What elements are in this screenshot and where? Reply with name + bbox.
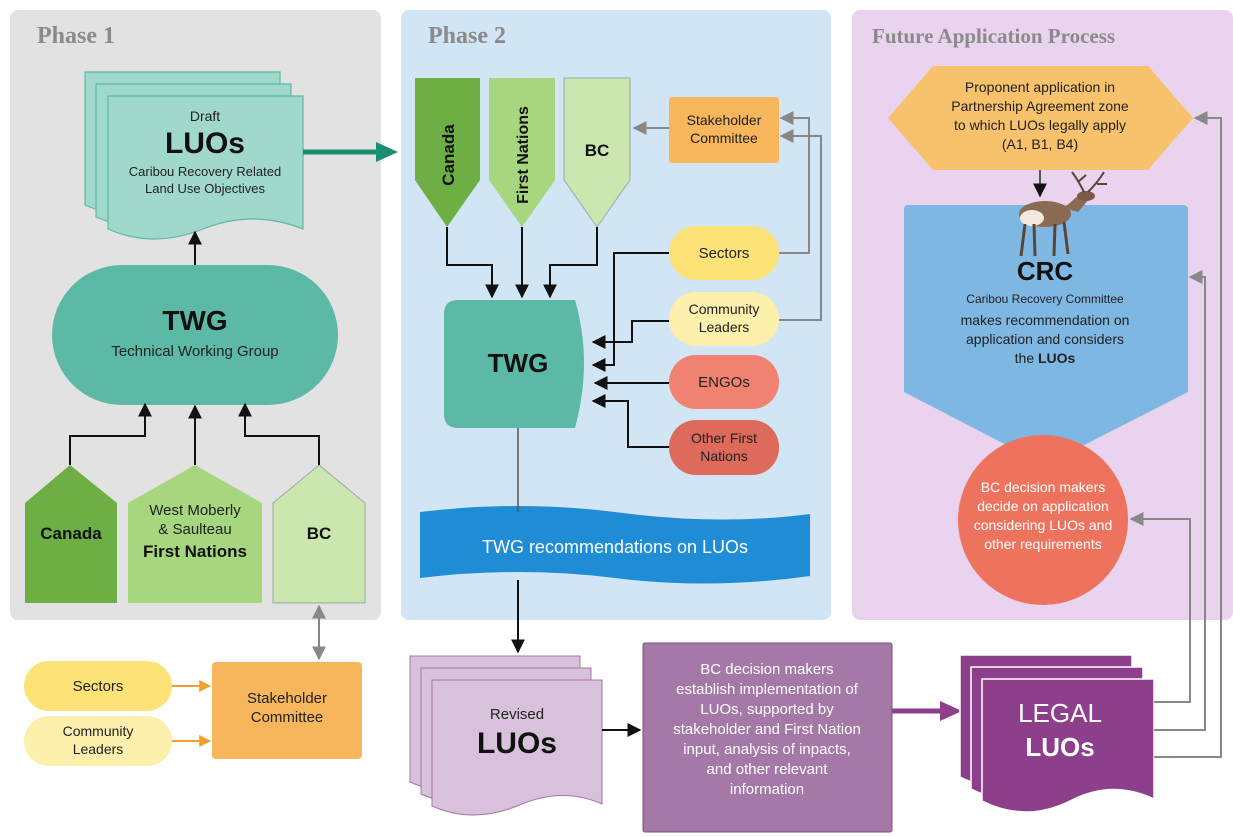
revised-luos-label: LUOs <box>477 727 557 760</box>
arrow-sectors-to-stakeholder2 <box>779 111 810 254</box>
legal-luos-label: LUOs <box>1025 732 1094 762</box>
canada-phase1-node: Canada <box>25 465 117 603</box>
community-phase2-node: Community Leaders <box>669 292 779 346</box>
draft-desc-line1: Caribou Recovery Related <box>129 164 281 179</box>
crc-line4: the LUOs <box>1015 350 1076 366</box>
arrow-canada-to-twg <box>69 402 152 465</box>
fn-phase1-line1: West Moberly <box>149 502 241 519</box>
other-fn-phase2-node: Other First Nations <box>669 420 779 475</box>
bc-establish-line2: establish implementation of <box>676 681 859 698</box>
community-phase2-line2: Leaders <box>699 319 750 335</box>
bc-establish-line4: stakeholder and First Nation <box>673 721 861 738</box>
draft-label: Draft <box>190 108 220 124</box>
first-nations-phase2-node: First Nations <box>489 78 555 227</box>
twg-phase1-node: TWG Technical Working Group <box>52 265 338 405</box>
draft-luos-document: Draft LUOs Caribou Recovery Related Land… <box>84 71 304 240</box>
arrow-draft-to-phase2 <box>303 142 398 162</box>
arrow-bc-to-legal <box>892 701 962 721</box>
banner-label: TWG recommendations on LUOs <box>482 537 748 557</box>
arrow-bc2-to-twg <box>543 227 598 299</box>
community-phase2-line1: Community <box>689 301 760 317</box>
bc-establish-box: BC decision makers establish implementat… <box>642 642 893 833</box>
twg-phase1-title: TWG <box>162 305 227 336</box>
fn-phase1-line3: First Nations <box>143 542 247 561</box>
crc-pentagon: CRC Caribou Recovery Committee makes rec… <box>904 205 1188 465</box>
bc-phase1-node: BC <box>272 464 366 604</box>
engos-phase2-label: ENGOs <box>698 374 750 391</box>
arrow-legal-to-bc-decide <box>1129 512 1191 703</box>
bc-decide-line4: other requirements <box>984 536 1102 552</box>
bc-establish-line5: input, analysis of inpacts, <box>683 741 851 758</box>
canada-phase2-label: Canada <box>439 124 458 186</box>
legal-luos-document: LEGAL LUOs <box>959 654 1155 813</box>
twg-phase2-node: TWG <box>444 300 584 428</box>
stakeholder-phase2-node: Stakeholder Committee <box>669 97 779 163</box>
sectors-phase2-node: Sectors <box>669 226 779 280</box>
sectors-phase2-label: Sectors <box>699 245 750 262</box>
fn-phase1-line2: & Saulteau <box>158 521 231 538</box>
proponent-line1: Proponent application in <box>965 79 1115 95</box>
community-bottom-line2: Leaders <box>73 741 124 757</box>
first-nations-phase1-node: West Moberly & Saulteau First Nations <box>128 465 262 603</box>
crc-line1: Caribou Recovery Committee <box>966 292 1124 306</box>
bc-phase2-node: BC <box>563 77 631 228</box>
sectors-bottom-label: Sectors <box>73 678 124 695</box>
twg-recommendations-banner: TWG recommendations on LUOs <box>420 506 810 584</box>
bc-decide-circle: BC decision makers decide on application… <box>958 435 1128 605</box>
proponent-hexagon: Proponent application in Partnership Agr… <box>888 66 1193 170</box>
arrow-legal-to-proponent <box>1154 111 1222 758</box>
arrow-sectors-to-twg2 <box>591 252 669 372</box>
revised-label: Revised <box>490 706 544 723</box>
caribou-icon <box>1019 171 1107 257</box>
other-fn-line2: Nations <box>700 448 747 464</box>
crc-line2: makes recommendation on <box>961 312 1130 328</box>
other-fn-line1: Other First <box>691 430 757 446</box>
canada-phase2-node: Canada <box>415 78 480 227</box>
draft-desc-line2: Land Use Objectives <box>145 181 265 196</box>
legal-label: LEGAL <box>1018 698 1102 728</box>
stakeholder-phase2-line1: Stakeholder <box>687 112 762 128</box>
proponent-line2: Partnership Agreement zone <box>951 98 1129 114</box>
draft-luos-label: LUOs <box>165 127 245 160</box>
twg-phase1-subtitle: Technical Working Group <box>111 343 278 360</box>
bc-phase1-label: BC <box>307 524 332 543</box>
arrow-otherfn-to-twg2 <box>591 394 669 448</box>
stakeholder-phase2-line2: Committee <box>690 130 758 146</box>
arrow-community-to-stakeholder2 <box>779 129 822 321</box>
arrow-community-to-twg2 <box>591 320 669 349</box>
stakeholder-bottom-line1: Stakeholder <box>247 690 327 707</box>
fn-phase2-label: First Nations <box>515 106 532 204</box>
bc-establish-line1: BC decision makers <box>700 661 833 678</box>
proponent-line4: (A1, B1, B4) <box>1002 136 1078 152</box>
phase2-title: Phase 2 <box>428 23 506 49</box>
arrow-bc-to-twg <box>238 402 320 465</box>
arrow-canada2-to-twg <box>446 227 499 299</box>
canada-phase1-label: Canada <box>40 524 102 543</box>
future-title: Future Application Process <box>872 24 1115 48</box>
bc-decide-line3: considering LUOs and <box>974 517 1113 533</box>
proponent-line3: to which LUOs legally apply <box>954 117 1126 133</box>
crc-line3: application and considers <box>966 331 1124 347</box>
revised-luos-document: Revised LUOs <box>409 655 603 816</box>
phase1-title: Phase 1 <box>37 23 115 49</box>
community-bottom-node: Community Leaders <box>24 716 172 766</box>
bc-establish-line6: and other relevant <box>707 761 829 778</box>
sectors-bottom-node: Sectors <box>24 661 172 711</box>
bc-decide-line1: BC decision makers <box>981 479 1106 495</box>
crc-title: CRC <box>1017 256 1074 286</box>
bc-phase2-label: BC <box>585 141 610 160</box>
community-bottom-line1: Community <box>63 723 134 739</box>
arrow-legal-to-crc <box>1154 270 1206 731</box>
twg-phase2-label: TWG <box>488 348 549 378</box>
stakeholder-bottom-node: Stakeholder Committee <box>212 662 362 759</box>
bc-decide-line2: decide on application <box>977 498 1109 514</box>
engos-phase2-node: ENGOs <box>669 355 779 409</box>
bc-establish-line3: LUOs, supported by <box>700 701 834 718</box>
bc-establish-line7: information <box>730 781 804 798</box>
stakeholder-bottom-line2: Committee <box>251 709 324 726</box>
